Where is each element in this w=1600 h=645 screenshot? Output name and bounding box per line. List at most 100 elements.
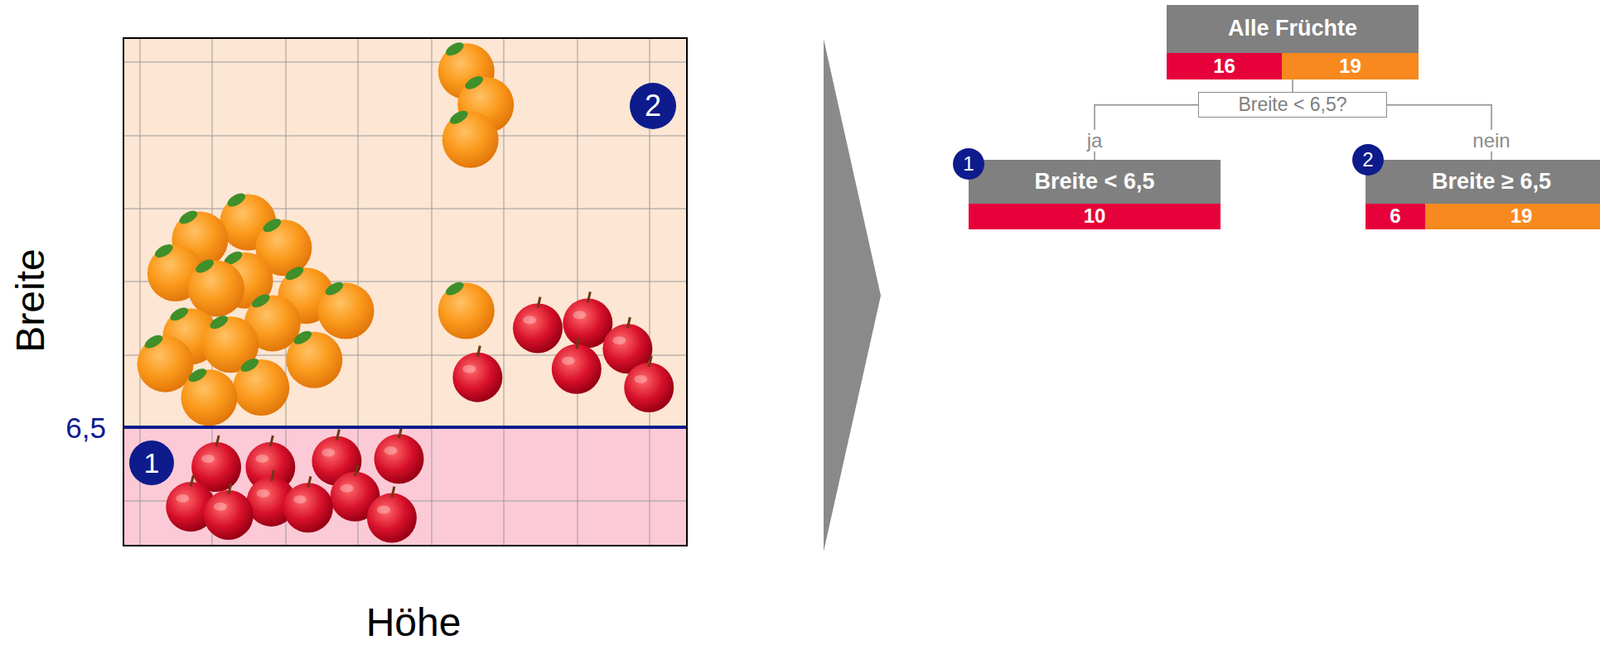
apple-body	[452, 352, 503, 403]
count-number: 19	[1338, 55, 1362, 78]
tree-connector	[1291, 79, 1294, 92]
orange-leaf	[238, 356, 262, 375]
apple-fruit	[551, 338, 602, 395]
count-segment: 19	[1281, 53, 1419, 80]
apple-highlight	[377, 506, 391, 515]
orange-leaf	[249, 291, 272, 310]
count-number: 6	[1389, 205, 1401, 228]
threshold-value: 6,5	[65, 413, 107, 443]
apple-stem	[391, 487, 395, 498]
orange-leaf	[323, 279, 346, 298]
apple-highlight	[340, 484, 354, 494]
apple-fruit	[367, 487, 417, 544]
apple-body	[367, 493, 417, 544]
apple-highlight	[321, 449, 335, 458]
grid-line	[123, 208, 687, 210]
apple-stem	[355, 465, 358, 477]
tree-node: Breite < 6,5 10	[968, 159, 1221, 230]
apple-fruit	[203, 483, 254, 541]
apple-body	[203, 490, 254, 541]
apple-highlight	[522, 316, 537, 325]
orange-fruit	[232, 356, 290, 416]
decision-text: Breite < 6,5?	[1237, 94, 1347, 116]
node-title: Breite < 6,5	[1034, 169, 1156, 195]
apple-body	[623, 362, 674, 413]
orange-leaf	[152, 241, 175, 261]
apple-stem	[576, 338, 580, 349]
region-2	[123, 38, 687, 428]
orange-fruit	[188, 256, 245, 317]
count-number: 16	[1213, 55, 1236, 78]
apple-stem	[228, 483, 232, 495]
orange-leaf	[443, 279, 466, 298]
orange-leaf	[193, 256, 217, 276]
apple-highlight	[255, 454, 269, 464]
node-header: Breite < 6,5	[968, 159, 1221, 204]
apple-highlight	[293, 495, 307, 504]
node-title: Alle Früchte	[1227, 16, 1358, 42]
axis-label: Breite	[10, 248, 51, 353]
apple-highlight	[384, 446, 398, 455]
orange-leaf	[225, 190, 248, 209]
tree-node: Breite ≥ 6,5619	[1365, 159, 1600, 230]
apple-stem	[537, 297, 541, 309]
orange-leaf	[447, 108, 470, 127]
apple-body	[374, 434, 425, 484]
threshold-line	[123, 425, 687, 430]
apple-highlight	[633, 375, 648, 384]
apple-fruit	[512, 297, 563, 354]
count-segment: 10	[968, 203, 1221, 230]
apple-stem	[587, 291, 590, 303]
count-bar: 6 19	[1365, 203, 1600, 230]
grid-line	[431, 38, 433, 547]
orange-leaf	[168, 304, 191, 324]
count-number: 10	[1083, 205, 1107, 228]
apple-body	[512, 304, 563, 354]
orange-fruit	[285, 328, 343, 389]
orange-fruit	[438, 279, 495, 339]
count-segment: 6	[1365, 203, 1426, 230]
orange-leaf	[261, 216, 284, 235]
edge-label: nein	[1469, 130, 1513, 152]
apple-fruit	[374, 427, 425, 484]
count-number: 19	[1510, 205, 1533, 228]
orange-leaf	[291, 328, 315, 348]
plot-frame	[123, 38, 687, 547]
apple-stem	[271, 470, 275, 482]
apple-stem	[190, 475, 194, 487]
count-segment: 19	[1425, 203, 1600, 230]
callout-number: 1	[952, 148, 985, 180]
orange-leaf	[443, 39, 466, 59]
apple-fruit	[283, 476, 334, 533]
callout-number: 1	[129, 440, 175, 486]
apple-fruit	[452, 346, 503, 403]
apple-stem	[308, 476, 311, 488]
orange-leaf	[283, 264, 306, 283]
orange-leaf	[177, 207, 200, 227]
apple-stem	[216, 435, 219, 447]
grid-line	[577, 38, 579, 547]
apple-highlight	[256, 489, 271, 498]
transition-arrow	[823, 38, 881, 552]
apple-highlight	[462, 365, 476, 374]
orange-leaf	[186, 366, 209, 385]
apple-stem	[477, 346, 480, 358]
grid-line	[123, 135, 687, 137]
tree-connector	[1094, 105, 1199, 160]
apple-body	[283, 483, 334, 533]
edge-label: ja	[1083, 130, 1107, 152]
apple-highlight	[175, 494, 189, 503]
tree-node: Alle Früchte1619	[1166, 4, 1419, 80]
orange-leaf	[142, 332, 165, 351]
axis-label: Höhe	[366, 603, 462, 643]
apple-stem	[648, 356, 652, 368]
callout-number: 2	[1352, 144, 1384, 176]
grid-line	[123, 62, 687, 63]
orange-fruit	[317, 279, 374, 339]
apple-highlight	[213, 502, 228, 512]
apple-stem	[399, 427, 402, 439]
count-bar: 10	[968, 203, 1221, 230]
count-bar: 1619	[1166, 53, 1419, 80]
node-header: Alle Früchte	[1166, 4, 1419, 54]
orange-fruit	[442, 108, 499, 169]
